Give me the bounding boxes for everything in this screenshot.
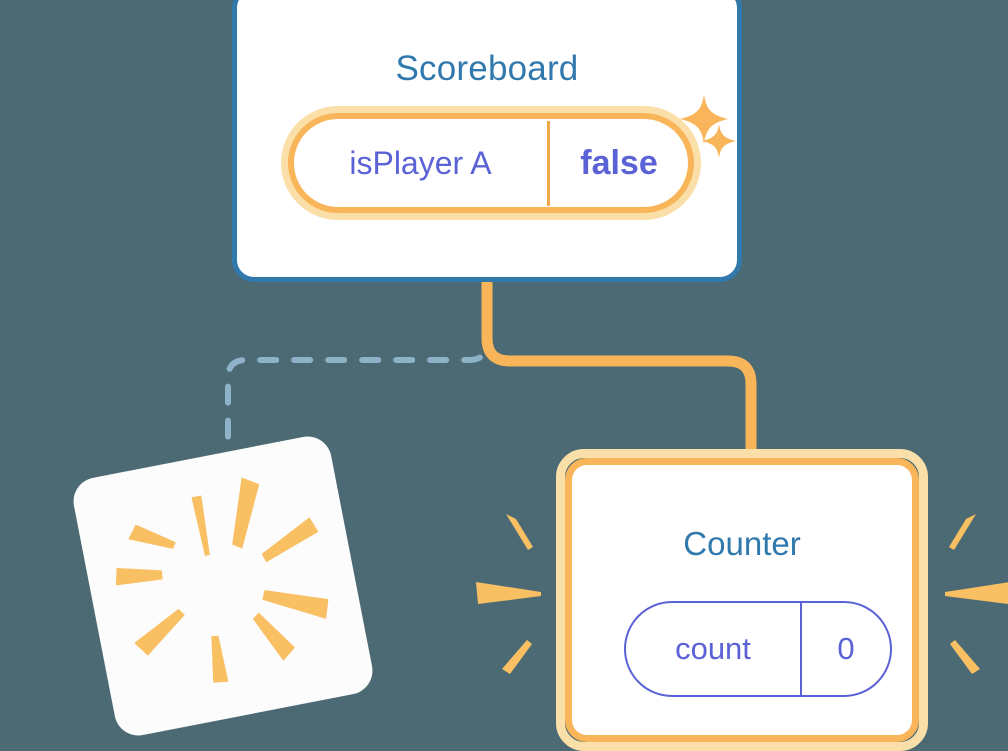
sparkle-large-icon bbox=[680, 94, 728, 144]
scoreboard-to-counter-connector bbox=[481, 282, 757, 470]
counter-title: Counter bbox=[683, 525, 801, 562]
counter-card[interactable]: Counter count 0 bbox=[556, 449, 928, 751]
counter-pill-value: 0 bbox=[837, 631, 855, 666]
counter-pill-divider bbox=[800, 603, 802, 695]
state-pill-divider bbox=[547, 121, 550, 206]
state-pill-value: false bbox=[580, 143, 658, 182]
scoreboard-title: Scoreboard bbox=[395, 49, 579, 88]
state-pill-body: isPlayer A false bbox=[294, 119, 688, 207]
sparkle-small-icon bbox=[702, 124, 736, 158]
burst-rays-icon bbox=[115, 477, 329, 683]
scoreboard-to-burst-card-connector bbox=[225, 289, 490, 473]
burst-card[interactable] bbox=[69, 432, 377, 740]
state-pill-ring bbox=[288, 113, 694, 213]
counter-pill-key: count bbox=[675, 631, 751, 666]
counter-state-pill[interactable]: count 0 bbox=[624, 601, 892, 697]
counter-right-rays-icon bbox=[945, 514, 1008, 674]
scoreboard-state-pill[interactable]: isPlayer A false bbox=[281, 106, 701, 220]
state-pill-glow-ring bbox=[281, 106, 701, 220]
scoreboard-card[interactable]: Scoreboard isPlayer A false bbox=[232, 0, 742, 282]
state-pill-key: isPlayer A bbox=[349, 144, 492, 181]
counter-left-rays-icon bbox=[476, 514, 541, 674]
counter-card-surface: Counter count 0 bbox=[565, 458, 919, 742]
